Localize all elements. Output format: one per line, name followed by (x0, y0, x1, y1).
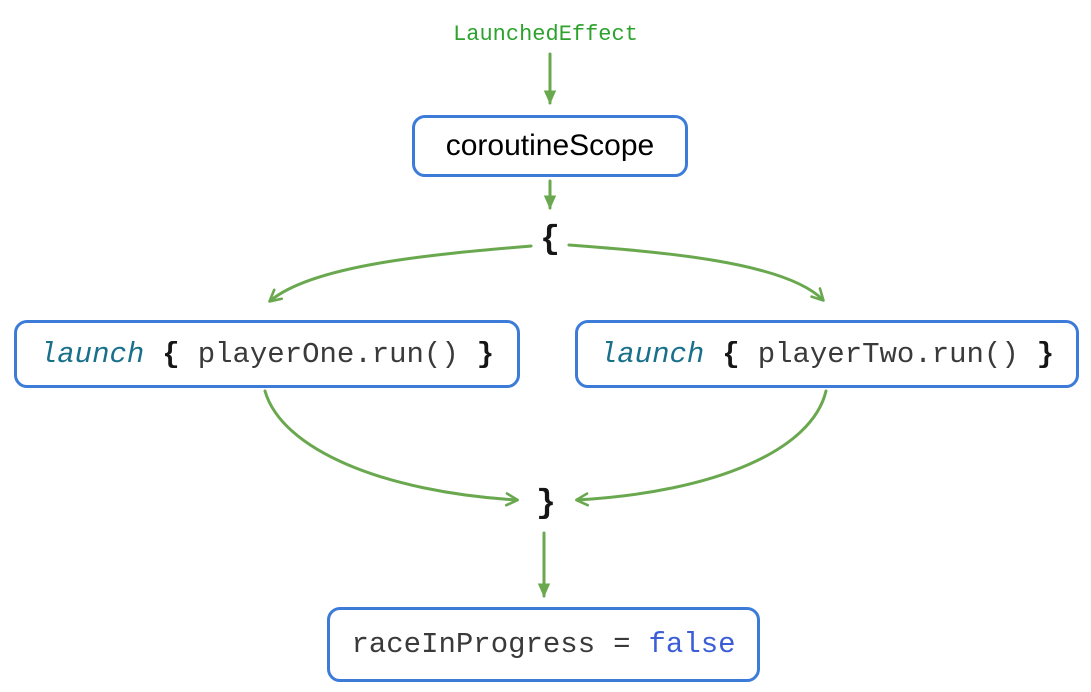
player-two-code: playerTwo.run() (757, 337, 1019, 371)
race-in-progress-node: raceInProgress = false (327, 607, 760, 682)
launch-keyword: launch (39, 337, 145, 371)
close-brace: } (1036, 337, 1055, 371)
result-value: false (648, 628, 736, 661)
close-brace: } (476, 337, 495, 371)
launch-player-one-node: launch { playerOne.run() } (14, 320, 520, 388)
launched-effect-label: LaunchedEffect (453, 22, 638, 47)
result-variable: raceInProgress (351, 628, 596, 661)
coroutine-scope-label: coroutineScope (445, 129, 655, 162)
curve-open-brace-to-player-one (268, 244, 533, 303)
close-brace: } (536, 485, 556, 522)
open-brace: { (540, 221, 560, 258)
curve-open-brace-to-player-two (567, 243, 825, 302)
curve-player-two-to-close-brace (575, 389, 828, 507)
launch-keyword: launch (599, 337, 705, 371)
equals-operator: = (613, 628, 631, 661)
open-brace: { (722, 337, 740, 371)
open-brace: { (162, 337, 180, 371)
curve-player-one-to-close-brace (263, 389, 519, 507)
launch-player-two-node: launch { playerTwo.run() } (575, 320, 1079, 388)
player-one-code: playerOne.run() (197, 337, 459, 371)
coroutine-scope-node: coroutineScope (412, 115, 688, 177)
